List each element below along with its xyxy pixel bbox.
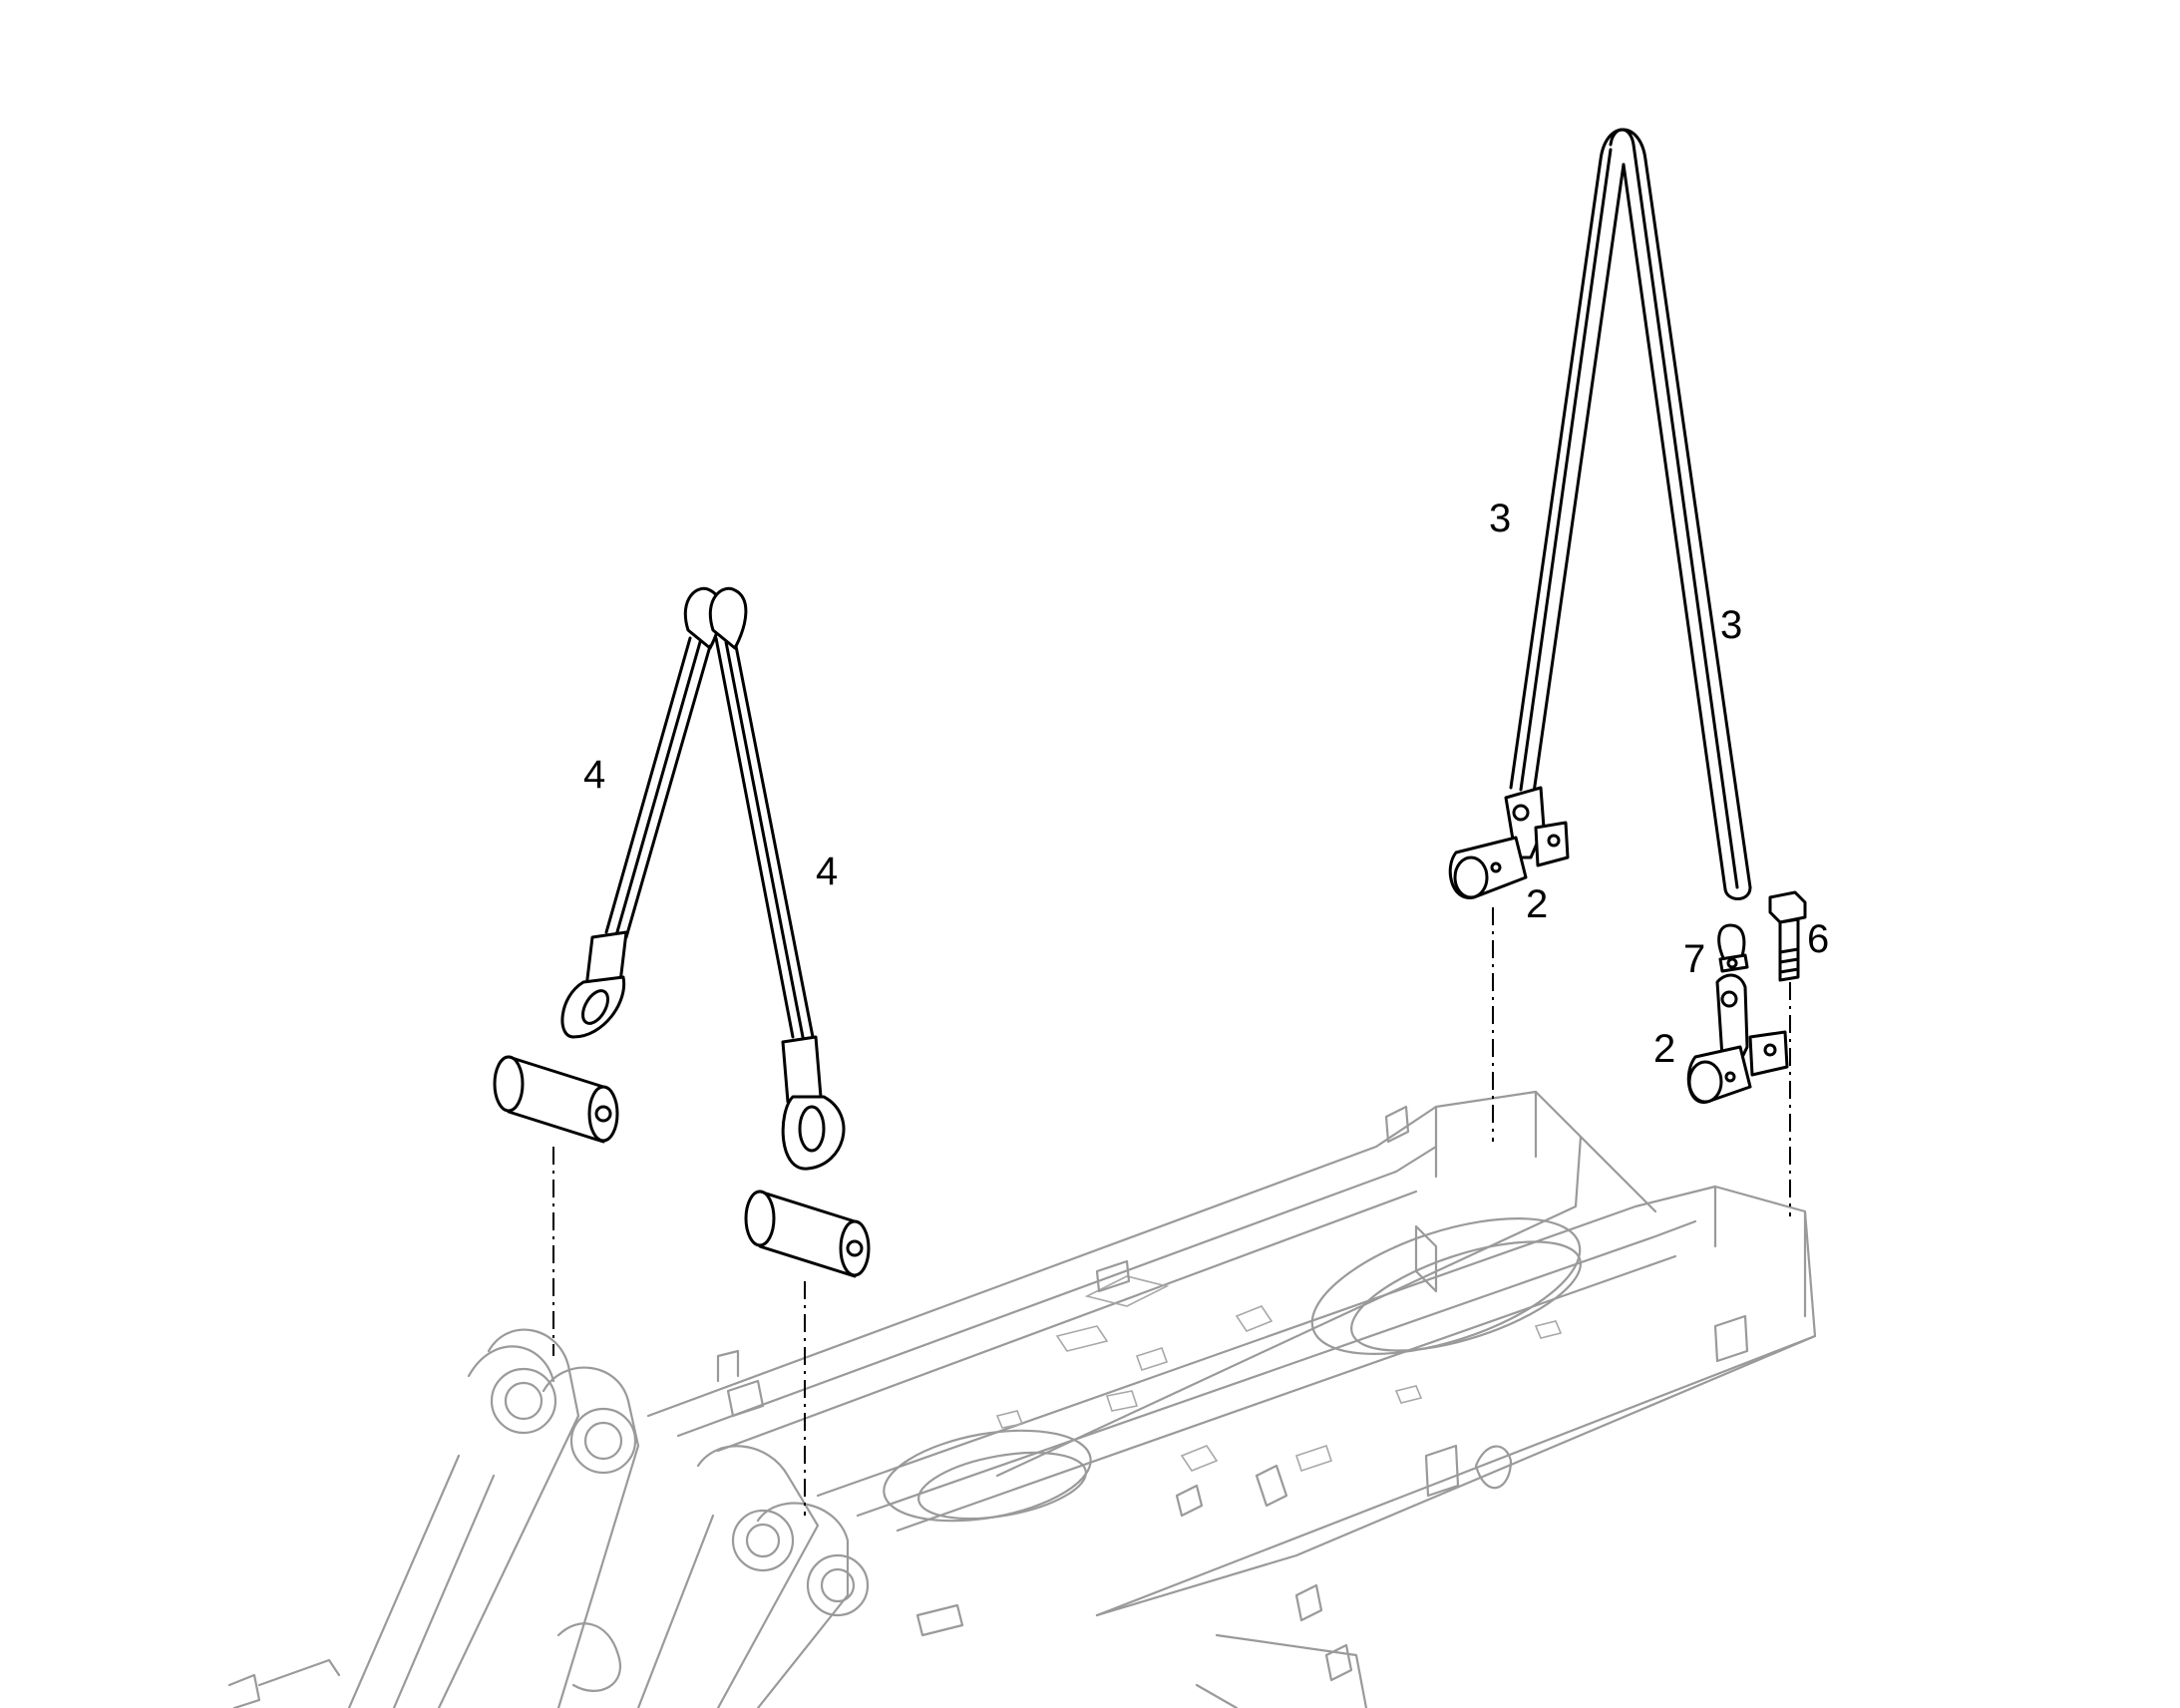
lifting-pin-upper [493, 1055, 619, 1144]
callout-bracket-right: 2 [1653, 1027, 1675, 1071]
callout-bolt: 6 [1807, 917, 1829, 961]
callout-sling-left-b: 4 [816, 850, 838, 893]
callout-labels: 4 4 3 3 2 2 7 6 [583, 497, 1829, 1071]
callout-sling-left-a: 4 [583, 753, 605, 797]
callout-shackle: 7 [1683, 937, 1705, 981]
callout-sling-right-a: 3 [1489, 497, 1511, 540]
callout-bracket-left: 2 [1526, 882, 1548, 926]
right-sling-assembly [1509, 128, 1752, 900]
lifting-bracket-left [1448, 786, 1570, 899]
locating-lines [552, 907, 1791, 1516]
bolt [1768, 890, 1807, 982]
lifting-bracket-right [1686, 973, 1789, 1104]
machine-frame [227, 1090, 1817, 1708]
left-sling-assembly [560, 586, 846, 1171]
callout-sling-right-b: 3 [1720, 603, 1742, 647]
lifting-pin-lower [744, 1190, 871, 1278]
shackle [1717, 923, 1749, 973]
